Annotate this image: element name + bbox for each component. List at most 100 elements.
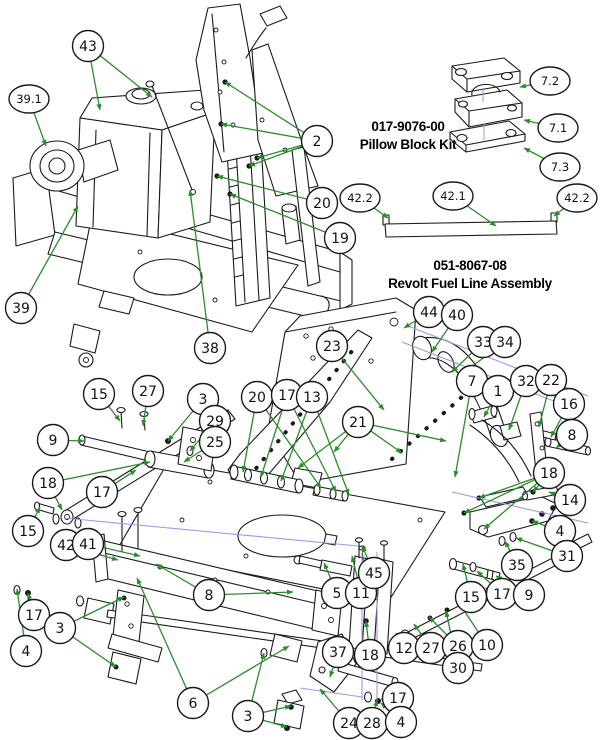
callout-number: 31 xyxy=(558,549,576,565)
callout-number: 20 xyxy=(313,196,331,212)
callout-balloon-42.1: 42.1 xyxy=(432,181,474,211)
callout-number: 25 xyxy=(206,435,224,451)
callout-balloon-17: 17 xyxy=(381,681,415,715)
callout-number: 8 xyxy=(568,428,577,444)
callout-number: 7.3 xyxy=(551,160,569,174)
callout-balloon-30: 30 xyxy=(441,651,475,685)
callout-number: 14 xyxy=(561,493,579,509)
leader-line-7 xyxy=(453,380,473,478)
callout-number: 15 xyxy=(462,590,480,606)
callout-number: 7.2 xyxy=(541,74,559,88)
callout-balloon-8: 8 xyxy=(555,418,589,452)
callout-balloon-7.1: 7.1 xyxy=(537,113,579,143)
callout-number: 34 xyxy=(496,335,514,351)
callout-number: 11 xyxy=(352,586,370,602)
callout-balloon-17: 17 xyxy=(17,598,51,632)
callout-number: 32 xyxy=(517,374,535,390)
callout-number: 42.1 xyxy=(440,189,466,203)
callout-number: 40 xyxy=(448,308,466,324)
callout-balloon-22: 22 xyxy=(534,363,568,397)
callout-number: 3 xyxy=(56,621,65,637)
callout-balloon-20: 20 xyxy=(305,186,339,220)
callout-number: 4 xyxy=(397,715,406,731)
callout-number: 20 xyxy=(248,390,266,406)
callout-number: 7.1 xyxy=(549,121,567,135)
callout-number: 13 xyxy=(303,390,321,406)
callout-number: 22 xyxy=(542,373,560,389)
callout-number: 9 xyxy=(525,588,534,604)
callout-number: 43 xyxy=(79,39,97,55)
callout-balloon-41: 41 xyxy=(71,527,105,561)
callout-balloon-42.2: 42.2 xyxy=(556,183,598,213)
callout-number: 15 xyxy=(19,524,37,540)
callout-number: 3 xyxy=(244,709,253,725)
callout-balloon-31: 31 xyxy=(550,539,584,573)
callout-balloon-27: 27 xyxy=(414,631,448,665)
callout-balloon-7.2: 7.2 xyxy=(529,66,571,96)
callout-number: 15 xyxy=(90,387,108,403)
callout-balloon-25: 25 xyxy=(198,425,232,459)
callout-balloon-9: 9 xyxy=(36,423,70,457)
callout-number: 44 xyxy=(420,305,438,321)
callout-balloon-39: 39 xyxy=(4,291,38,325)
callout-number: 33 xyxy=(474,335,492,351)
callout-number: 3 xyxy=(199,392,208,408)
callout-number: 18 xyxy=(540,466,558,482)
callout-number: 1 xyxy=(494,384,503,400)
callout-number: 45 xyxy=(365,566,383,582)
callout-number: 39.1 xyxy=(16,92,42,106)
callout-balloon-17: 17 xyxy=(485,577,519,611)
part-number-text: 017-9076-00 xyxy=(371,119,444,134)
callout-number: 41 xyxy=(79,537,97,553)
lower-assembly-drawing xyxy=(13,297,593,731)
callout-number: 17 xyxy=(493,587,511,603)
callout-number: 42.2 xyxy=(564,191,590,205)
callout-number: 4 xyxy=(556,524,565,540)
fuel-line-drawing xyxy=(382,212,558,238)
callout-balloon-19: 19 xyxy=(323,221,357,255)
callout-balloon-35: 35 xyxy=(500,548,534,582)
callout-number: 9 xyxy=(49,433,58,449)
callout-number: 2 xyxy=(313,134,322,150)
part-name-text: Pillow Block Kit xyxy=(360,137,457,152)
callout-number: 18 xyxy=(361,648,379,664)
callout-number: 10 xyxy=(478,638,496,654)
drawing-art-layer xyxy=(12,3,593,731)
callout-balloon-3: 3 xyxy=(231,699,265,733)
callout-balloon-14: 14 xyxy=(553,483,587,517)
callout-number: 16 xyxy=(560,397,578,413)
leader-line-6 xyxy=(136,577,194,704)
callout-number: 42 xyxy=(57,538,75,554)
callout-number: 29 xyxy=(206,414,224,430)
callout-balloon-4: 4 xyxy=(384,705,418,739)
callout-balloon-8: 8 xyxy=(192,578,226,612)
callout-balloon-15: 15 xyxy=(82,377,116,411)
leader-line-2 xyxy=(224,81,318,142)
callout-balloon-24: 24 xyxy=(332,706,366,740)
callout-balloon-37: 37 xyxy=(321,635,355,669)
callout-balloon-15: 15 xyxy=(454,580,488,614)
callout-balloon-7: 7 xyxy=(455,364,489,398)
callout-number: 37 xyxy=(329,645,347,661)
callout-balloon-18: 18 xyxy=(353,638,387,672)
callout-number: 6 xyxy=(189,696,198,712)
callout-balloon-38: 38 xyxy=(193,331,227,365)
callout-balloon-45: 45 xyxy=(357,556,391,590)
callout-balloon-39.1: 39.1 xyxy=(8,84,50,114)
leader-line-13 xyxy=(311,396,350,496)
callout-balloon-7.3: 7.3 xyxy=(539,152,581,182)
callout-balloon-16: 16 xyxy=(552,387,586,421)
callout-balloon-27: 27 xyxy=(131,374,165,408)
callout-number: 12 xyxy=(395,641,413,657)
callout-number: 5 xyxy=(333,586,342,602)
pillow-block-kit-drawing xyxy=(449,57,526,153)
callout-number: 30 xyxy=(449,661,467,677)
callout-number: 27 xyxy=(422,641,440,657)
callout-balloon-23: 23 xyxy=(315,329,349,363)
callout-number: 17 xyxy=(25,608,43,624)
callout-balloon-3: 3 xyxy=(43,611,77,645)
callout-balloon-43: 43 xyxy=(71,29,105,63)
